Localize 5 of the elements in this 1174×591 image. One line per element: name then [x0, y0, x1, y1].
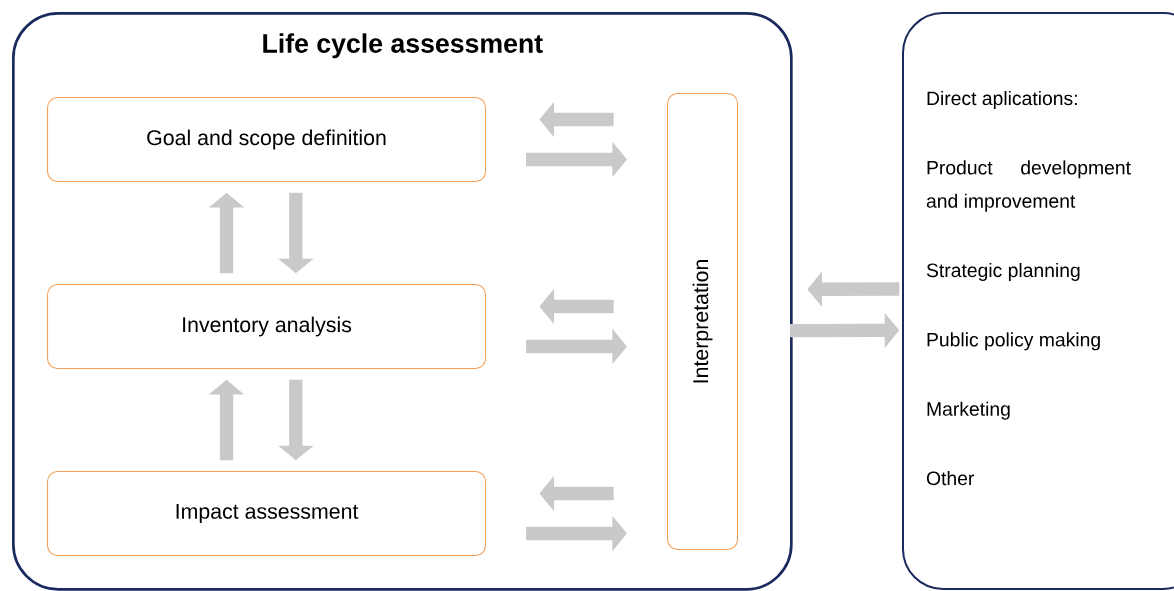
process-box: Impact assessment — [47, 471, 487, 557]
process-box: Inventory analysis — [47, 284, 487, 370]
process-box: Interpretation — [667, 93, 739, 551]
applications-panel: Direct aplications: Product development and improvement Strategic planning Public policy making Marketing Other — [902, 12, 1174, 590]
process-box: Goal and scope definition — [47, 97, 487, 183]
